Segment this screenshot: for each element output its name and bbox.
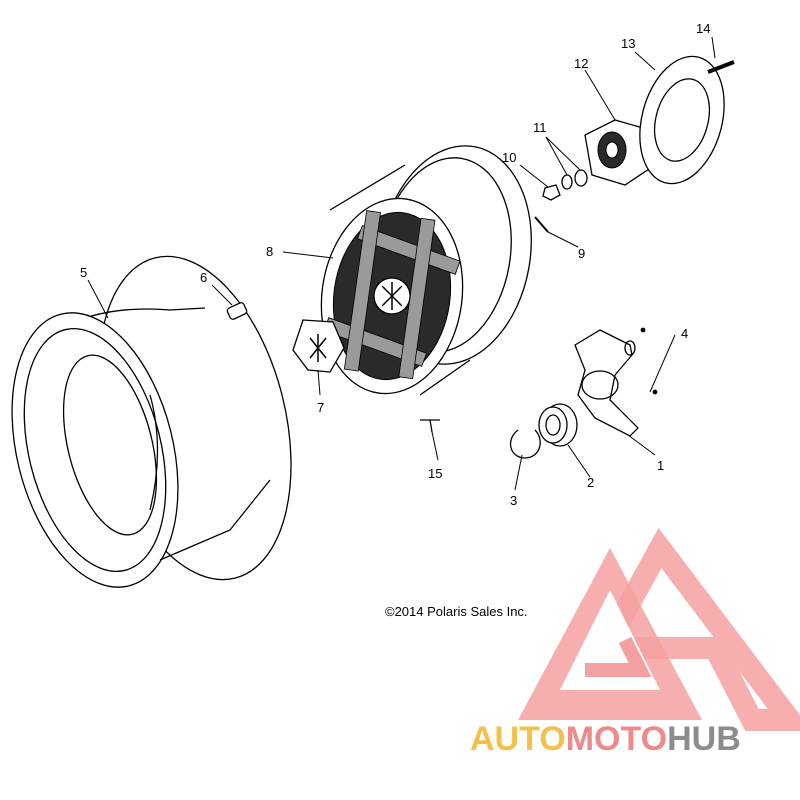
watermark-part-auto: AUTO: [470, 720, 566, 758]
callout-6: 6: [200, 270, 207, 285]
snap-ring: [509, 429, 541, 459]
cotter-pin: [534, 216, 549, 233]
watermark-text: AUTOMOTOHUB: [470, 720, 741, 758]
pins: [640, 327, 658, 395]
automotohub-logo: [518, 527, 800, 731]
copyright-text: ©2014 Polaris Sales Inc.: [385, 604, 528, 619]
valve-stem: [226, 302, 248, 320]
tire: [11, 255, 292, 588]
callout-5: 5: [80, 265, 87, 280]
knuckle: [574, 329, 639, 437]
callout-7: 7: [317, 400, 324, 415]
center-cap: [292, 319, 345, 373]
hub: [584, 119, 656, 186]
watermark-part-hub: HUB: [667, 720, 741, 758]
callout-3: 3: [510, 493, 517, 508]
callout-10: 10: [502, 150, 516, 165]
callout-1: 1: [657, 458, 664, 473]
brake-disc: [639, 55, 725, 185]
callout-4: 4: [681, 326, 688, 341]
callout-14: 14: [696, 21, 710, 36]
nut-washers: [542, 169, 588, 201]
callout-8: 8: [266, 244, 273, 259]
bolt-14: [707, 60, 735, 74]
bolt-15: [420, 419, 440, 433]
callout-13: 13: [621, 36, 635, 51]
leader-lines: [87, 36, 716, 491]
callout-2: 2: [587, 475, 594, 490]
callout-9: 9: [578, 246, 585, 261]
callout-12: 12: [574, 56, 588, 71]
watermark-part-moto: MOTO: [566, 720, 667, 758]
wheel-rim: [320, 145, 532, 396]
bearing: [538, 403, 578, 447]
callout-11: 11: [533, 120, 547, 135]
callout-15: 15: [428, 466, 442, 481]
